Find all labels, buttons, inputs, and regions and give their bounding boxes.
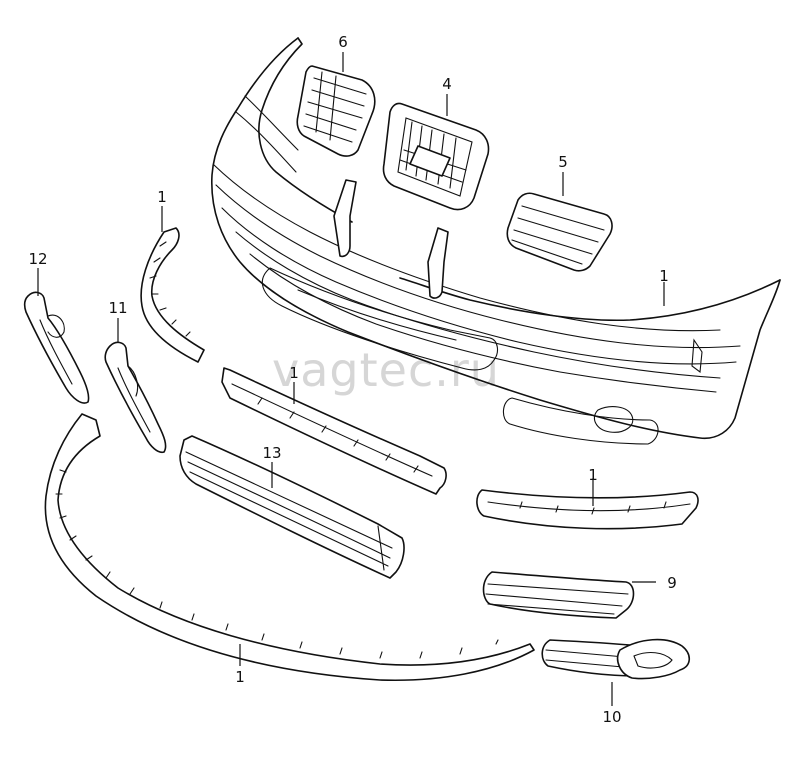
fog-grille-part-10 (541, 638, 691, 680)
bracket-part-11 (104, 341, 167, 454)
fog-grille-part-9 (482, 571, 635, 619)
callout-labels: 6 4 5 1 1 12 11 1 13 1 9 1 10 (28, 33, 676, 726)
callout-1-bumper: 1 (659, 267, 669, 285)
bracket-part-12 (23, 291, 90, 404)
trim-strip-right (476, 489, 699, 530)
callout-1-spoiler: 1 (235, 668, 245, 686)
bumper-cover (211, 37, 781, 445)
leader-lines (37, 52, 665, 706)
callout-4: 4 (442, 75, 452, 93)
grille-part-6 (296, 65, 376, 157)
emblem-grille-part-4 (382, 102, 490, 211)
lower-spoiler (44, 413, 535, 682)
callout-1-strip-right: 1 (588, 466, 598, 484)
trim-strip-left (140, 227, 205, 363)
callout-9: 9 (667, 574, 677, 592)
callout-10: 10 (602, 708, 621, 726)
lower-grille-part-13 (179, 435, 405, 579)
grille-part-5 (506, 192, 613, 272)
callout-6: 6 (338, 33, 348, 51)
callout-13: 13 (262, 444, 281, 462)
callout-11: 11 (108, 299, 127, 317)
trim-strip-center (221, 367, 447, 495)
callout-5: 5 (558, 153, 568, 171)
watermark-text: vagtec.ru (272, 343, 500, 397)
callout-12: 12 (28, 250, 47, 268)
callout-1-strip-center: 1 (289, 364, 299, 382)
callout-1-strip-left: 1 (157, 188, 167, 206)
